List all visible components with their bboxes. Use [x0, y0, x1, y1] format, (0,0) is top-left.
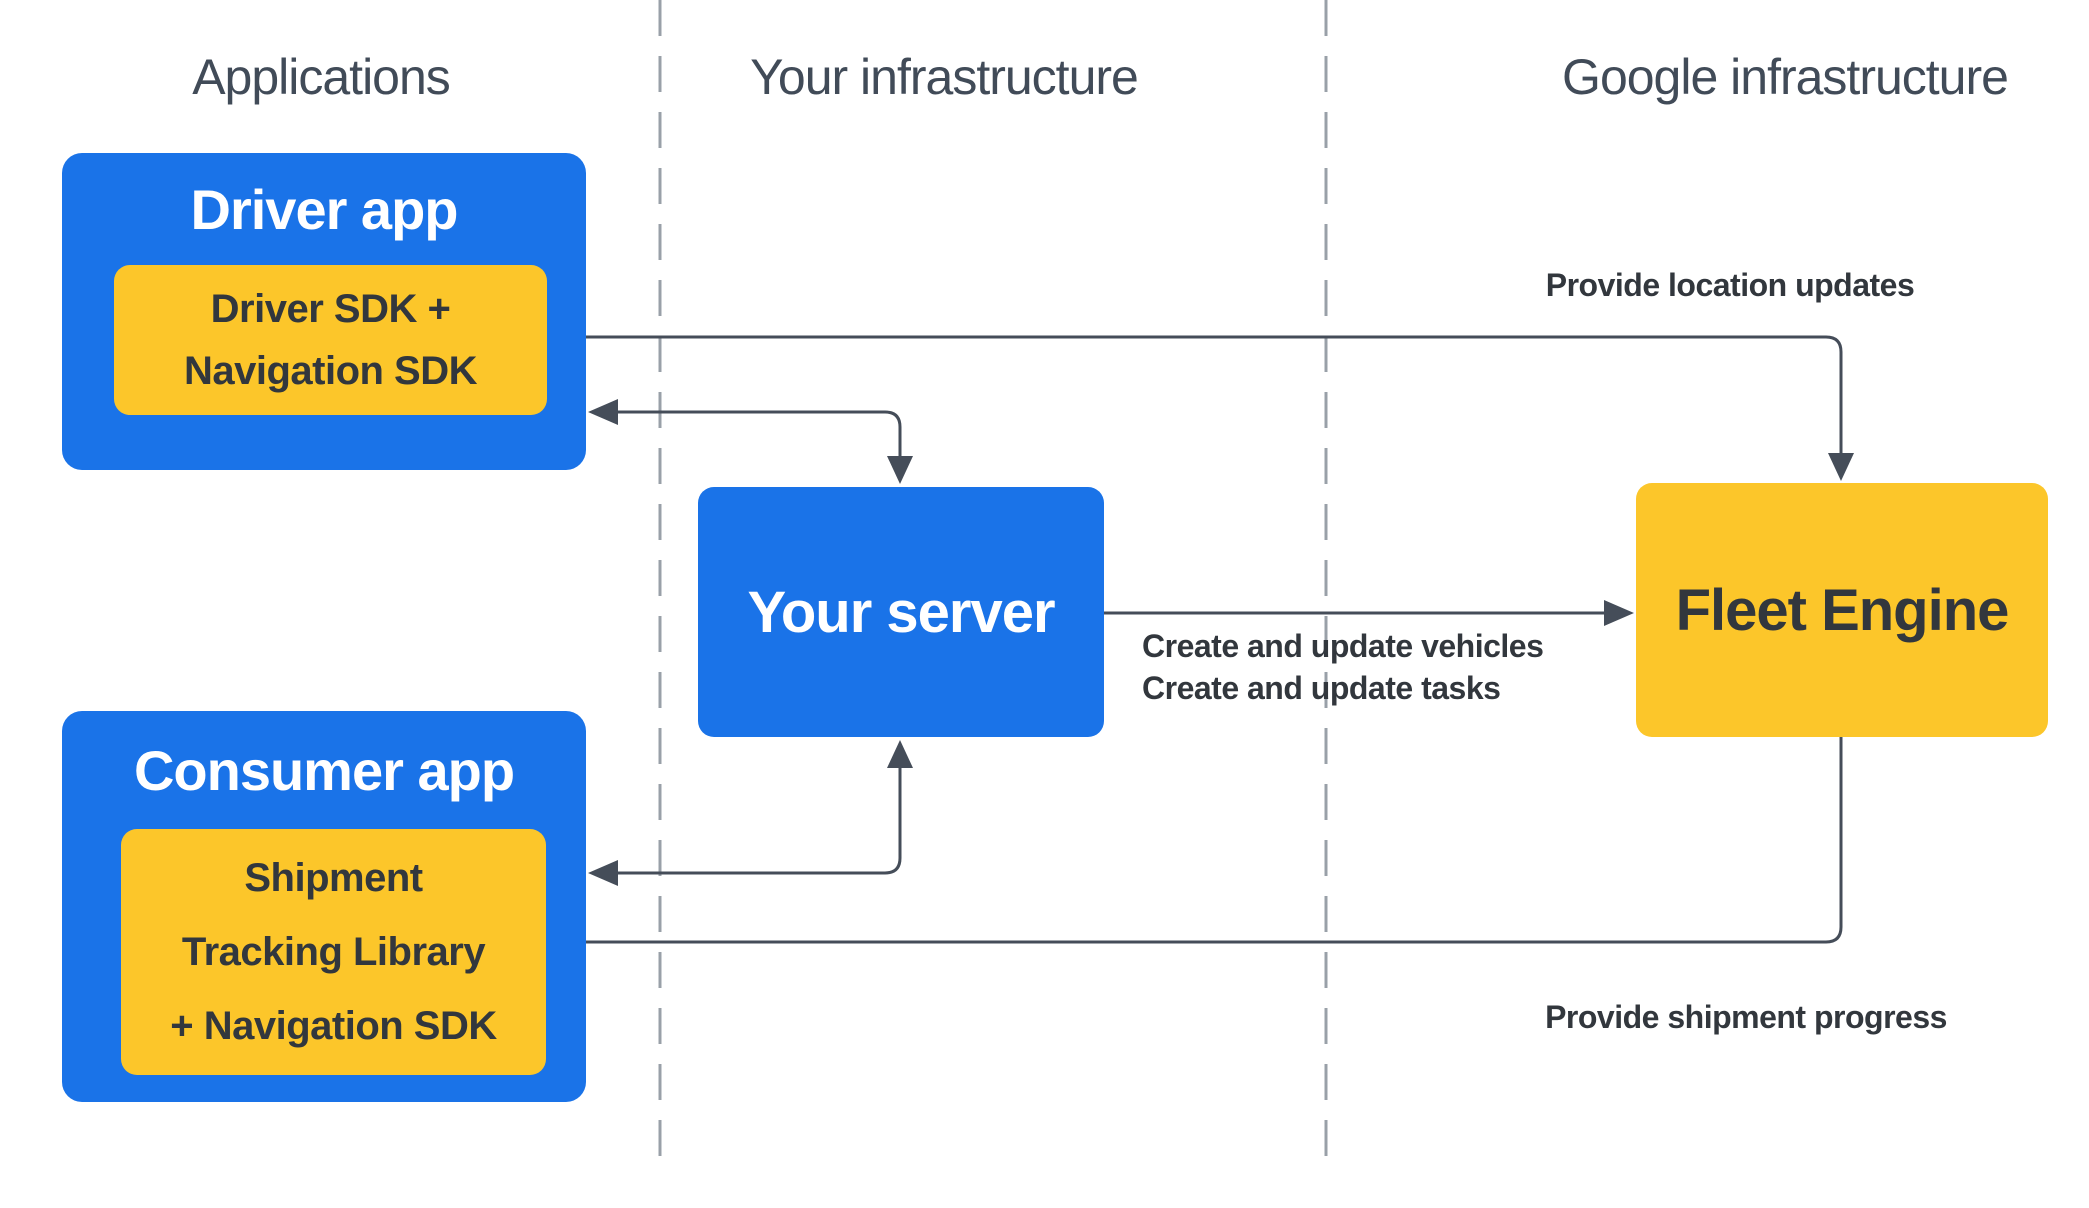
edge-label-create-update-vehicles: Create and update vehicles	[1142, 628, 1544, 664]
edge-fleet-consumer	[572, 737, 1843, 944]
arrowhead-down-your-server-icon	[887, 456, 913, 484]
arrowhead-left-driver-app-icon	[588, 399, 618, 425]
edge-label-create-update-tasks: Create and update tasks	[1142, 670, 1501, 706]
driver-sdk-box: Driver SDK + Navigation SDK	[114, 265, 547, 415]
shipment-library-line: + Navigation SDK	[170, 1004, 497, 1048]
edge-driver-fleet	[576, 335, 1843, 456]
edge-consumer-server	[615, 766, 902, 875]
edge-label-create-and-update: Create and update vehicles Create and up…	[1142, 625, 1544, 709]
shipment-library-line: Tracking Library	[181, 930, 486, 974]
arrowhead-right-fleet-engine-icon	[1604, 600, 1634, 626]
arrowhead-left-consumer-app-icon	[588, 860, 618, 886]
shipment-library-line: Shipment	[244, 856, 423, 900]
column-header-applications: Applications	[192, 49, 451, 105]
column-header-your-infrastructure: Your infrastructure	[750, 49, 1139, 105]
column-header-google-infrastructure: Google infrastructure	[1562, 49, 2009, 105]
driver-sdk-line: Driver SDK +	[210, 287, 451, 331]
consumer-app-title: Consumer app	[133, 738, 515, 802]
arrowhead-up-your-server-icon	[887, 740, 913, 768]
edge-driver-server	[615, 410, 902, 459]
edge-label-provide-location-updates: Provide location updates	[1545, 267, 1915, 303]
driver-app-title: Driver app	[190, 177, 459, 241]
edge-label-provide-shipment-progress: Provide shipment progress	[1545, 999, 1947, 1035]
your-server-box: Your server	[698, 487, 1104, 737]
arrowhead-down-fleet-engine-icon	[1828, 453, 1854, 481]
fleet-engine-box: Fleet Engine	[1636, 483, 2048, 737]
driver-sdk-line: Navigation SDK	[183, 349, 478, 393]
shipment-tracking-library-box: Shipment Tracking Library + Navigation S…	[121, 829, 546, 1075]
